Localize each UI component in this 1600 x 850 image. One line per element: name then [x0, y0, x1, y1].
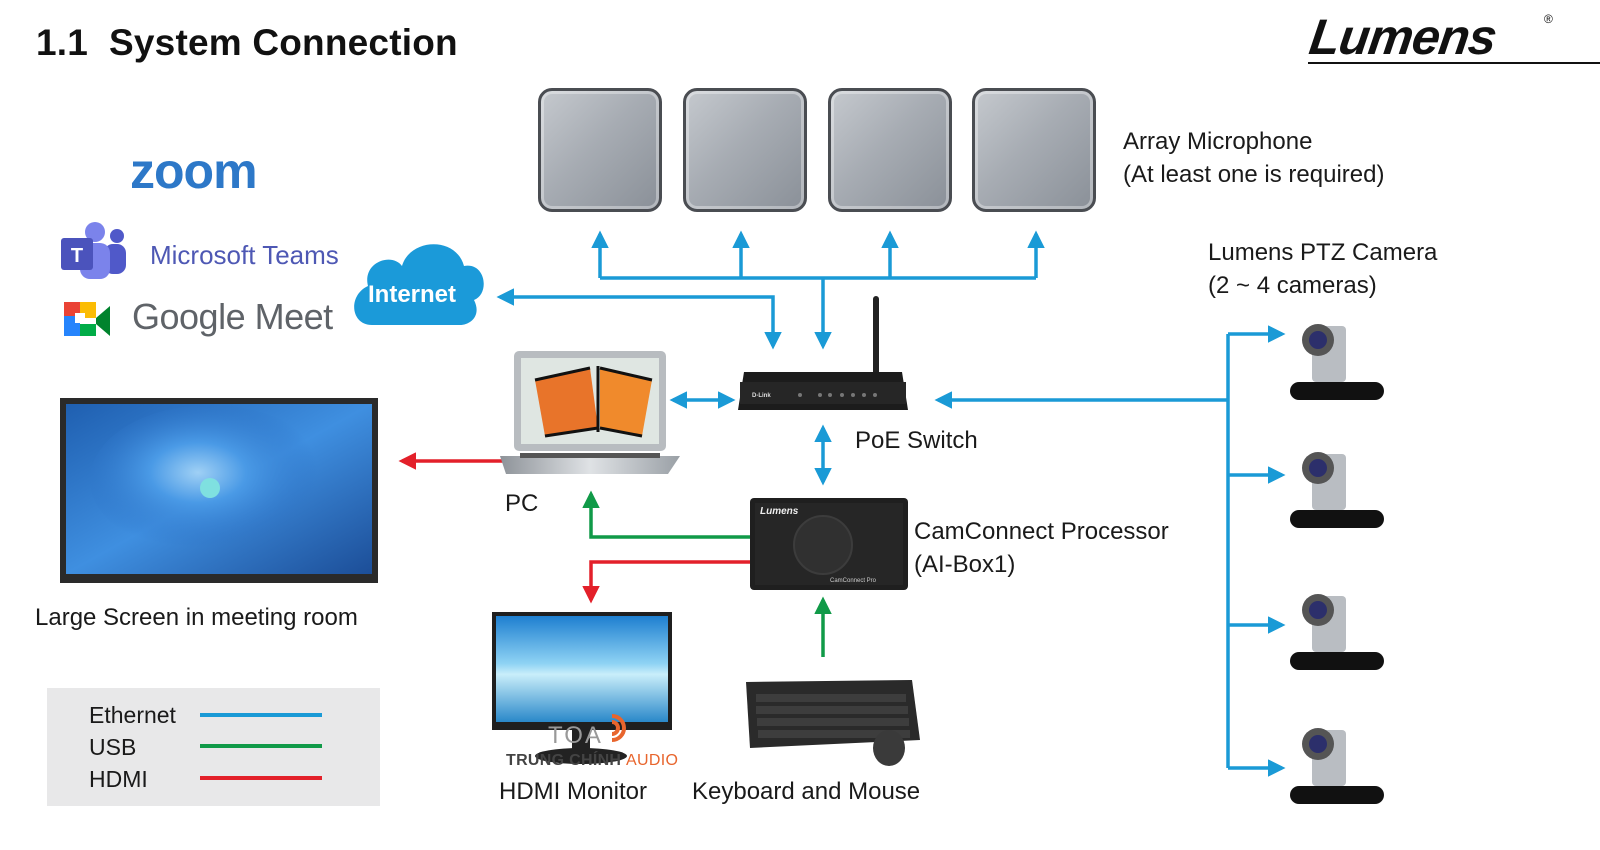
watermark-text: TRUNG CHÍNH AUDIO: [506, 752, 678, 770]
ethernet-mic-bus: [591, 230, 1045, 350]
legend-line-hdmi: [200, 776, 322, 780]
page-title: 1.1 System Connection: [36, 22, 458, 64]
array-microphone-note: (At least one is required): [1123, 161, 1385, 188]
microsoft-teams-label: Microsoft Teams: [150, 240, 339, 270]
ptz-camera-3-image: [1290, 594, 1384, 670]
hdmi-monitor-label: HDMI Monitor: [499, 778, 648, 805]
legend-line-usb: [200, 744, 322, 748]
microsoft-teams-icon: T: [61, 222, 126, 279]
internet-label: Internet: [368, 281, 457, 308]
header-rule: [1308, 62, 1600, 64]
hdmi-monitor-image: [492, 612, 672, 764]
section-number: 1.1: [36, 22, 89, 63]
processor-model-text: CamConnect Pro: [830, 578, 877, 584]
google-meet-label: Google Meet: [132, 296, 333, 337]
watermark-brand: TRUNG CHÍNH: [506, 752, 622, 769]
keyboard-mouse-label: Keyboard and Mouse: [692, 778, 921, 805]
ethernet-internet-link: [496, 288, 782, 350]
hdmi-processor-monitor-link: [582, 560, 750, 604]
ptz-camera-title: Lumens PTZ Camera: [1208, 239, 1438, 266]
google-meet-icon: [64, 302, 110, 336]
legend: Ethernet USB HDMI: [47, 688, 380, 806]
poe-switch-label: PoE Switch: [855, 427, 978, 454]
poe-switch-image: D-Link: [738, 296, 908, 410]
keyboard-mouse-image: [746, 680, 920, 766]
array-microphone-1: [538, 88, 662, 212]
processor-brand-text: Lumens: [760, 506, 799, 517]
ptz-camera-note: (2 ~ 4 cameras): [1208, 272, 1377, 299]
switch-brand-text: D-Link: [752, 393, 771, 399]
registered-mark: ®: [1544, 12, 1553, 26]
legend-label-ethernet: Ethernet: [89, 702, 176, 728]
large-screen-label: Large Screen in meeting room: [35, 604, 358, 631]
svg-text:T: T: [71, 245, 83, 267]
section-title: System Connection: [109, 22, 458, 63]
pc-laptop-image: [500, 351, 680, 474]
legend-label-usb: USB: [89, 734, 137, 760]
zoom-logo: zoom: [130, 143, 258, 199]
watermark-logo-text: TOA: [548, 722, 603, 749]
watermark-logo-icon: [611, 714, 626, 742]
processor-model: (AI-Box1): [914, 551, 1016, 578]
array-microphone-2: [683, 88, 807, 212]
processor-title: CamConnect Processor: [914, 518, 1169, 545]
array-microphone-title: Array Microphone: [1123, 128, 1313, 155]
array-microphone-4: [972, 88, 1096, 212]
legend-line-ethernet: [200, 713, 322, 717]
usb-processor-pc-link: [582, 490, 750, 539]
ptz-camera-label: Lumens PTZ Camera (2 ~ 4 cameras): [1208, 236, 1437, 302]
pc-label: PC: [505, 490, 539, 517]
ptz-camera-4-image: [1290, 728, 1384, 804]
array-microphone-3: [828, 88, 952, 212]
ethernet-camera-bus: [934, 325, 1286, 777]
ptz-camera-1-image: [1290, 324, 1384, 400]
ptz-camera-2-image: [1290, 452, 1384, 528]
camconnect-processor-image: Lumens CamConnect Pro: [750, 498, 908, 590]
legend-label-hdmi: HDMI: [89, 766, 148, 792]
processor-label: CamConnect Processor (AI-Box1): [914, 515, 1169, 581]
large-screen-image: [60, 398, 378, 583]
array-microphone-label: Array Microphone (At least one is requir…: [1123, 125, 1384, 191]
internet-cloud-icon: [354, 244, 484, 325]
watermark-suffix: AUDIO: [626, 752, 679, 769]
